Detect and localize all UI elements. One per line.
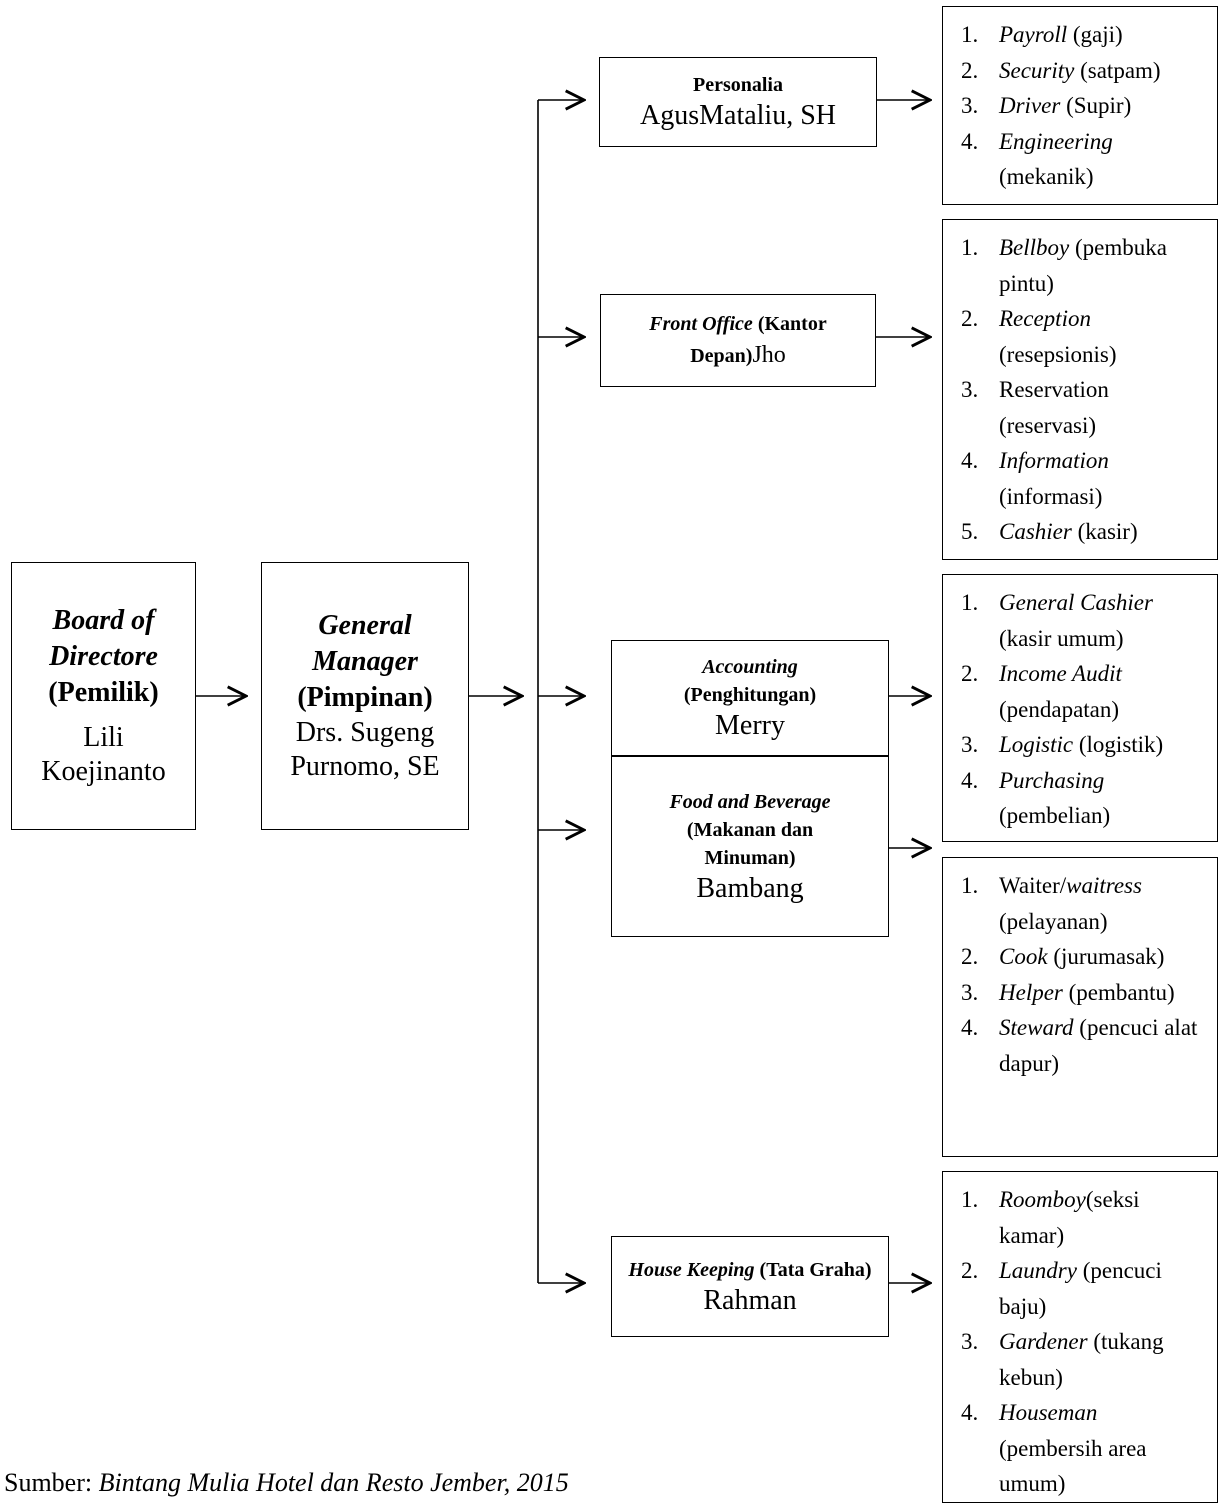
general-manager-box: General Manager (Pimpinan) Drs. Sugeng P… bbox=[261, 562, 469, 830]
dept-title: Personalia bbox=[693, 74, 783, 96]
duty-item: 2.Laundry (pencuci baju) bbox=[961, 1258, 1162, 1319]
duty-item: 2.Cook (jurumasak) bbox=[961, 944, 1165, 969]
dept-head-name: Bambang bbox=[696, 872, 804, 904]
dept-title-paren: (Makanan dan Minuman) bbox=[686, 818, 814, 869]
board-name: Lili Koejinanto bbox=[41, 722, 166, 787]
duty-item: 3.Reservation (reservasi) bbox=[961, 377, 1109, 438]
duty-item: 1.Waiter/waitress (pelayanan) bbox=[961, 873, 1142, 934]
dept-title-line: Front Office (Kantor Depan)Jho bbox=[611, 310, 865, 372]
duty-item: 2.Reception (resepsionis) bbox=[961, 306, 1117, 367]
duty-item: 1.Roomboy(seksi kamar) bbox=[961, 1187, 1140, 1248]
gm-title: General Manager bbox=[312, 610, 418, 677]
duty-item: 4.Purchasing (pembelian) bbox=[961, 767, 1111, 829]
dept-title: Accounting bbox=[702, 656, 798, 678]
dept-title-paren: (Tata Graha) bbox=[754, 1258, 872, 1281]
duty-item: 3.Driver (Supir) bbox=[961, 93, 1132, 118]
duties-list-personalia: 1.Payroll (gaji) 2.Security (satpam) 3.D… bbox=[942, 6, 1218, 205]
dept-title-line: House Keeping (Tata Graha) Rahman bbox=[624, 1256, 876, 1318]
duty-item: 2.Income Audit (pendapatan) bbox=[961, 661, 1122, 722]
board-title-paren: (Pemilik) bbox=[48, 677, 159, 708]
source-caption: Sumber: Bintang Mulia Hotel dan Resto Je… bbox=[4, 1466, 569, 1500]
duties-list-accounting: 1.General Cashier (kasir umum) 2.Income … bbox=[942, 574, 1218, 842]
dept-head-name: Jho bbox=[752, 341, 786, 368]
duties-list-front-office: 1.Bellboy (pembuka pintu) 2.Reception (r… bbox=[942, 219, 1218, 560]
gm-name: Drs. Sugeng Purnomo, SE bbox=[290, 717, 440, 782]
duty-item: 4.Houseman (pembersih area umum) bbox=[961, 1400, 1147, 1496]
dept-box-food-beverage: Food and Beverage (Makanan dan Minuman) … bbox=[611, 756, 889, 937]
duty-item: 5.Cashier (kasir) bbox=[961, 519, 1138, 544]
dept-box-personalia: Personalia AgusMataliu, SH bbox=[599, 57, 877, 147]
duty-item: 4.Steward (pencuci alat dapur) bbox=[961, 1015, 1198, 1076]
board-of-directors-box: Board of Directore (Pemilik) Lili Koejin… bbox=[11, 562, 196, 830]
duties-list-food-beverage: 1.Waiter/waitress (pelayanan) 2.Cook (ju… bbox=[942, 857, 1218, 1157]
duty-item: 3.Logistic (logistik) bbox=[961, 732, 1164, 757]
dept-title: Food and Beverage bbox=[669, 790, 831, 813]
dept-title-paren: (Kantor Depan) bbox=[690, 312, 827, 367]
dept-title-paren: (Penghitungan) bbox=[683, 684, 817, 706]
gm-title-paren: (Pimpinan) bbox=[297, 682, 433, 713]
duty-item: 2.Security (satpam) bbox=[961, 57, 1161, 83]
duty-item: 1.Bellboy (pembuka pintu) bbox=[961, 235, 1167, 296]
dept-title: Front Office bbox=[649, 312, 753, 335]
source-label: Sumber: bbox=[4, 1468, 99, 1497]
dept-box-accounting: Accounting (Penghitungan) Merry bbox=[611, 640, 889, 756]
duty-item: 3.Gardener (tukang kebun) bbox=[961, 1329, 1164, 1390]
duty-item: 1.General Cashier (kasir umum) bbox=[961, 590, 1153, 651]
duty-item: 1.Payroll (gaji) bbox=[961, 22, 1123, 47]
dept-title: House Keeping bbox=[628, 1258, 755, 1281]
duty-item: 4.Engineering (mekanik) bbox=[961, 128, 1113, 190]
dept-head-name: AgusMataliu, SH bbox=[640, 100, 836, 131]
source-text: Bintang Mulia Hotel dan Resto Jember, 20… bbox=[98, 1468, 569, 1497]
duty-item: 4.Information (informasi) bbox=[961, 448, 1109, 509]
duty-item: 3.Helper (pembantu) bbox=[961, 979, 1175, 1005]
dept-box-front-office: Front Office (Kantor Depan)Jho bbox=[600, 294, 876, 387]
dept-box-house-keeping: House Keeping (Tata Graha) Rahman bbox=[611, 1236, 889, 1337]
board-title: Board of Directore bbox=[49, 605, 158, 672]
dept-head-name: Rahman bbox=[703, 1284, 797, 1316]
dept-head-name: Merry bbox=[715, 710, 785, 741]
duties-list-house-keeping: 1.Roomboy(seksi kamar) 2.Laundry (pencuc… bbox=[942, 1171, 1218, 1503]
